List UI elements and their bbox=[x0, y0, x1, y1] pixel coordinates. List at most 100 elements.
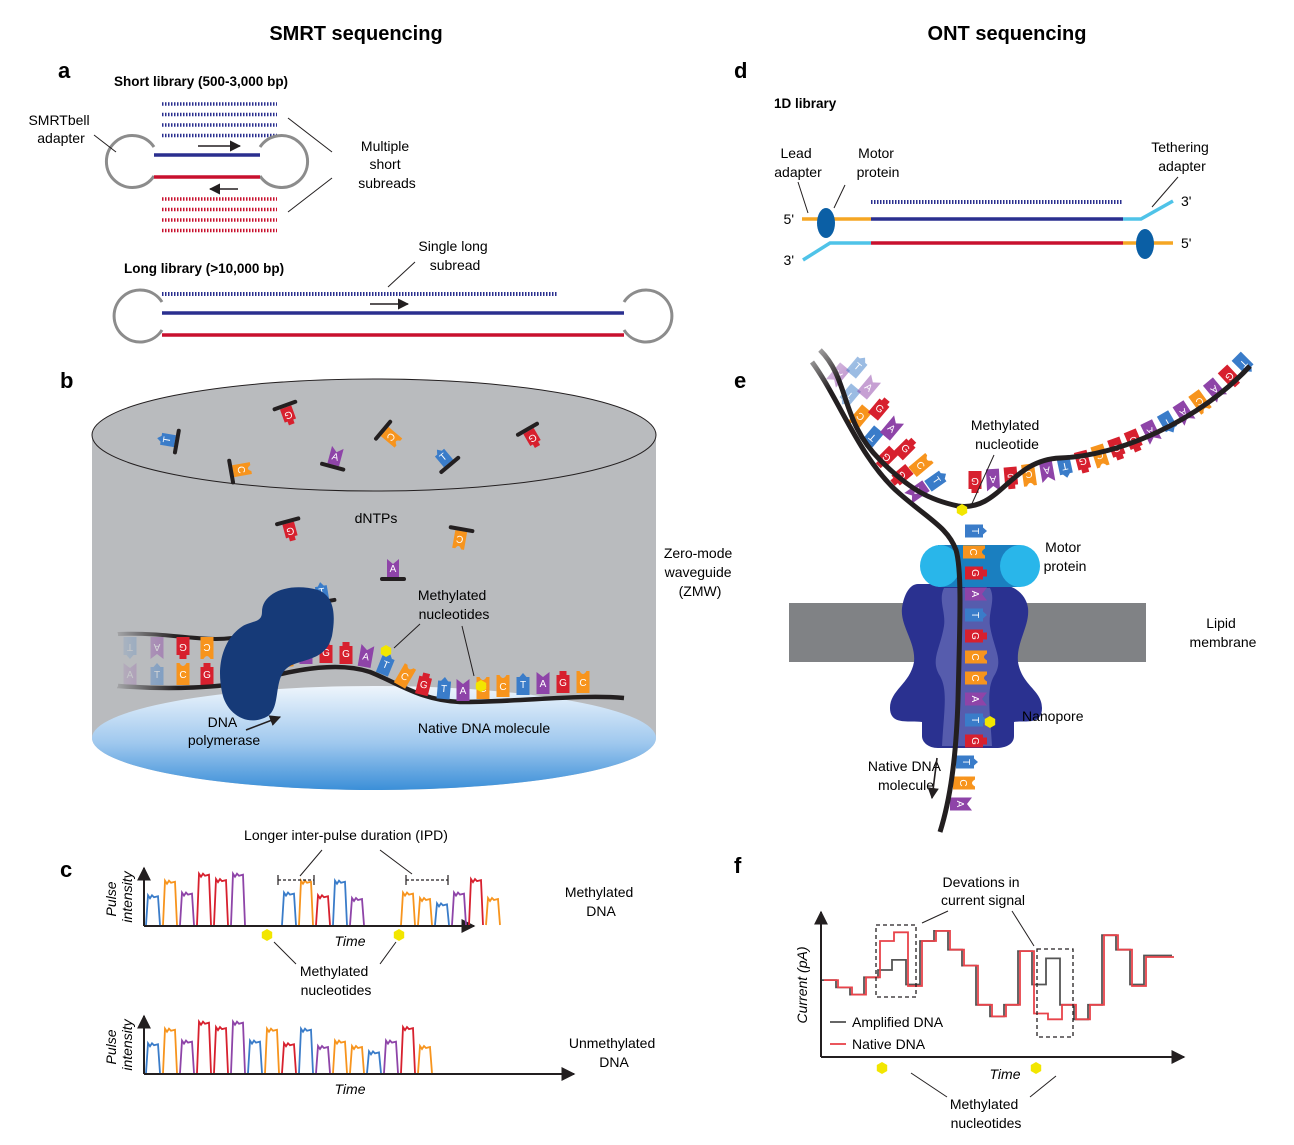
svg-text:G: G bbox=[179, 641, 187, 652]
pulse-G bbox=[400, 1024, 416, 1074]
dntp-A: A bbox=[320, 445, 346, 472]
zmw-label: Zero-mode waveguide (ZMW) bbox=[664, 545, 737, 599]
legend-label-amplified: Amplified DNA bbox=[852, 1014, 944, 1030]
nucleotide-A: A bbox=[965, 692, 987, 706]
nucleotide-C: C bbox=[965, 650, 987, 664]
methyl-mark-icon bbox=[380, 645, 392, 657]
panel-f: f Devations in current signal Current (p… bbox=[734, 853, 1186, 1131]
motor-protein-bottom-icon bbox=[1136, 229, 1154, 259]
nucleotide-C: C bbox=[232, 462, 252, 478]
methyl-leader-2 bbox=[461, 625, 475, 677]
pulse-A bbox=[230, 870, 246, 926]
nucleotide-T: T bbox=[1056, 454, 1073, 478]
current-traces bbox=[822, 930, 1174, 1021]
svg-text:G: G bbox=[282, 408, 293, 421]
nucleotide-T: T bbox=[436, 677, 452, 700]
e-motor-protein-label: Motor protein bbox=[1044, 539, 1087, 574]
svg-text:A: A bbox=[361, 651, 370, 663]
nucleotide-A: A bbox=[387, 559, 399, 577]
ipd-leader-1 bbox=[299, 849, 323, 877]
lipid-membrane-label: Lipid membrane bbox=[1190, 615, 1257, 650]
smrt-title: SMRT sequencing bbox=[269, 23, 442, 45]
nucleotide-G: G bbox=[523, 427, 541, 449]
nucleotide-C: C bbox=[953, 776, 975, 790]
pulse-T bbox=[434, 900, 450, 926]
pulse-C bbox=[417, 1043, 433, 1074]
dev-leader-1 bbox=[921, 910, 949, 924]
methylated-nucleotide-label-e: Methylated nucleotide bbox=[971, 417, 1043, 452]
pulse-G bbox=[468, 876, 484, 926]
deviations-label: Devations in current signal bbox=[941, 874, 1025, 908]
nucleotide-A: A bbox=[985, 468, 1001, 492]
nucleotide-C: C bbox=[452, 530, 468, 550]
svg-text:A: A bbox=[1145, 424, 1156, 437]
svg-text:G: G bbox=[419, 679, 429, 692]
nucleotide-C: C bbox=[965, 671, 987, 685]
dna-polymerase-label: DNA polymerase bbox=[188, 714, 261, 748]
short-subreads-top bbox=[162, 102, 277, 138]
c1-y-label: Pulse intensity bbox=[103, 870, 135, 922]
svg-text:C: C bbox=[1024, 468, 1033, 480]
svg-text:C: C bbox=[234, 465, 246, 474]
pulse-G bbox=[196, 870, 212, 926]
pulse-A bbox=[179, 1037, 195, 1074]
pulse-T bbox=[298, 1025, 314, 1074]
svg-text:C: C bbox=[398, 671, 410, 684]
dev-leader-2 bbox=[1011, 910, 1035, 947]
f-x-label: Time bbox=[990, 1066, 1021, 1082]
dntp-T: T bbox=[434, 448, 461, 474]
svg-text:C: C bbox=[203, 641, 210, 652]
nucleotide-C: C bbox=[176, 663, 190, 685]
nucleotide-A: A bbox=[1172, 400, 1196, 426]
nucleotide-G: G bbox=[176, 637, 190, 659]
svg-text:G: G bbox=[342, 649, 350, 660]
svg-text:A: A bbox=[540, 679, 547, 690]
dntp-G: G bbox=[275, 516, 301, 542]
svg-text:T: T bbox=[438, 451, 450, 463]
svg-text:G: G bbox=[969, 569, 980, 577]
dntp-A: A bbox=[380, 559, 406, 581]
pulse-G bbox=[281, 1040, 297, 1074]
zmw-top-rim bbox=[91, 378, 657, 492]
nucleotide-T: T bbox=[375, 653, 395, 677]
nucleotide-T: T bbox=[965, 713, 987, 727]
svg-text:A: A bbox=[969, 696, 980, 703]
motor-protein-right bbox=[1000, 545, 1040, 587]
pulse-T bbox=[366, 1048, 382, 1074]
c1-x-label: Time bbox=[335, 933, 366, 949]
nucleotide-C: C bbox=[393, 663, 417, 689]
panel-letter-c: c bbox=[60, 857, 72, 882]
long-adapter-left bbox=[112, 288, 164, 344]
svg-text:G: G bbox=[969, 632, 980, 640]
svg-text:A: A bbox=[1042, 464, 1051, 476]
methyl-mark-icon bbox=[984, 716, 996, 728]
smrtbell-adapter-left bbox=[104, 134, 156, 189]
nucleotide-A: A bbox=[950, 797, 972, 811]
pulse-G bbox=[213, 876, 229, 926]
panel-letter-a: a bbox=[58, 58, 71, 83]
dntp-C: C bbox=[448, 525, 475, 550]
nucleotide-T: T bbox=[965, 524, 987, 538]
svg-text:T: T bbox=[960, 759, 971, 765]
pulse-C bbox=[264, 1025, 280, 1074]
end-3-right: 3' bbox=[1181, 193, 1191, 209]
nucleotide-T: T bbox=[965, 608, 987, 622]
native-dna-line bbox=[824, 930, 1174, 1021]
pulse-C bbox=[349, 1043, 365, 1074]
methyl-mark-icon bbox=[475, 680, 487, 692]
duplex-fade bbox=[118, 628, 178, 692]
pulse-G bbox=[213, 1024, 229, 1074]
pulse-A bbox=[383, 1037, 399, 1074]
nucleotide-G: G bbox=[968, 471, 982, 493]
svg-text:G: G bbox=[1127, 433, 1139, 446]
pulse-T bbox=[145, 1040, 161, 1074]
svg-text:G: G bbox=[559, 678, 567, 689]
end-5-right: 5' bbox=[1181, 235, 1191, 251]
nucleotide-A: A bbox=[1140, 419, 1162, 445]
svg-text:T: T bbox=[969, 612, 980, 618]
panel-letter-b: b bbox=[60, 368, 73, 393]
pulse-T bbox=[247, 1037, 263, 1074]
unmethylated-dna-label: Unmethylated DNA bbox=[569, 1035, 659, 1070]
svg-text:G: G bbox=[971, 475, 979, 486]
